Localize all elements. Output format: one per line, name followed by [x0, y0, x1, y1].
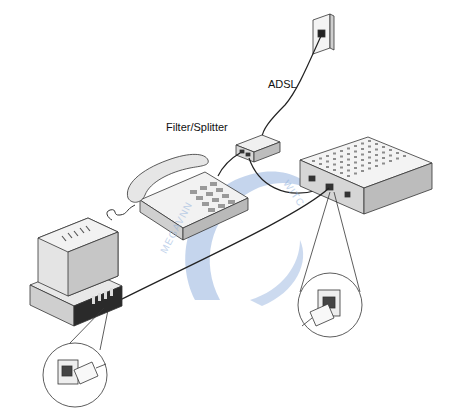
phone-cable [218, 153, 240, 176]
device-label: Filter/Splitter [166, 121, 228, 133]
vent-dot [368, 162, 371, 164]
vent-dot [340, 167, 343, 169]
vent-dot [382, 157, 385, 159]
vent-dot [354, 145, 357, 147]
vent-dot [347, 148, 350, 150]
vent-dot [368, 168, 371, 170]
vent-dot [333, 153, 336, 155]
vent-dot [375, 165, 378, 167]
vent-dot [368, 146, 371, 148]
vent-dot [319, 158, 322, 160]
inset-computer-port [43, 308, 108, 407]
vent-dot [361, 170, 364, 172]
vent-dot [326, 155, 329, 157]
vent-dot [340, 172, 343, 174]
vent-dot [333, 164, 336, 166]
vent-dot [368, 157, 371, 159]
vent-dot [389, 155, 392, 157]
vent-dot [361, 159, 364, 161]
adsl-cable [262, 36, 321, 138]
vent-dot [347, 153, 350, 155]
vent-dot [389, 160, 392, 162]
line-label: ADSL [268, 78, 297, 90]
vent-dot [375, 143, 378, 145]
vent-dot [375, 154, 378, 156]
vent-dot [333, 169, 336, 171]
filter-splitter [236, 135, 280, 162]
vent-dot [368, 140, 371, 142]
vent-dot [326, 161, 329, 163]
vent-dot [368, 151, 371, 153]
vent-dot [319, 163, 322, 165]
vent-dot [382, 163, 385, 165]
vent-dot [361, 165, 364, 167]
vent-dot [354, 167, 357, 169]
computer [30, 218, 122, 326]
vent-dot [375, 160, 378, 162]
vent-dot [382, 152, 385, 154]
vent-dot [347, 170, 350, 172]
vent-dot [375, 149, 378, 151]
vent-dot [340, 150, 343, 152]
vent-dot [361, 154, 364, 156]
vent-dot [347, 175, 350, 177]
vent-dot [396, 158, 399, 160]
vent-dot [403, 155, 406, 157]
vent-dot [361, 143, 364, 145]
vent-dot [396, 152, 399, 154]
vent-dot [340, 156, 343, 158]
vent-dot [347, 164, 350, 166]
vent-dot [354, 162, 357, 164]
vent-dot [326, 166, 329, 168]
vent-dot [382, 146, 385, 148]
vent-dot [354, 151, 357, 153]
vent-dot [347, 159, 350, 161]
vent-dot [354, 156, 357, 158]
inset-modem-port [298, 192, 362, 337]
vent-dot [312, 160, 315, 162]
vent-dot [354, 173, 357, 175]
vent-dot [340, 161, 343, 163]
adsl-modem [300, 137, 432, 214]
vent-dot [389, 149, 392, 151]
vent-dot [361, 148, 364, 150]
vent-dot [333, 158, 336, 160]
